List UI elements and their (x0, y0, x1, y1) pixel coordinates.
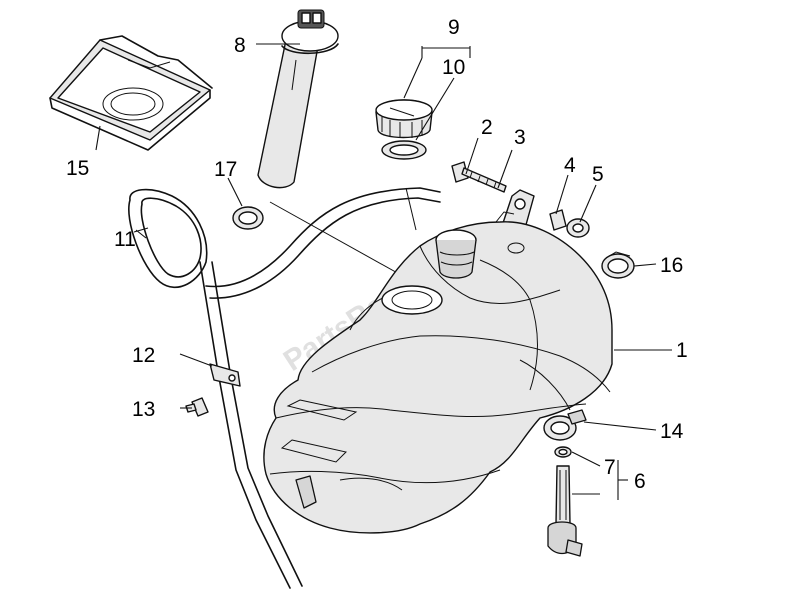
part-9-fuel-cap (375, 99, 433, 139)
callout-6: 6 (634, 470, 646, 493)
callout-labels: 1 2 3 4 5 6 7 8 9 10 11 12 13 14 15 16 1… (66, 16, 688, 493)
part-14-clamp (543, 409, 587, 441)
callout-12: 12 (132, 344, 155, 367)
part-15-tray (49, 35, 213, 151)
callout-13: 13 (132, 398, 155, 421)
part-11-hose (128, 187, 441, 589)
part-7-o-ring (554, 446, 572, 458)
callout-11: 11 (114, 228, 136, 251)
part-17-clip (232, 206, 264, 230)
callout-8: 8 (234, 34, 246, 57)
part-6-fuel-filter (547, 465, 583, 557)
callout-1: 1 (676, 339, 688, 362)
callout-7: 7 (604, 456, 616, 479)
part-10-gasket (381, 140, 427, 160)
part-5-spacer (566, 218, 590, 238)
callout-16: 16 (660, 254, 683, 277)
leader-lines (95, 43, 672, 500)
callout-15: 15 (66, 157, 89, 180)
part-4-bushing (549, 209, 567, 231)
part-2-bolt (451, 161, 507, 193)
callout-4: 4 (564, 154, 576, 177)
callout-3: 3 (514, 126, 526, 149)
part-12-hose-clip (209, 363, 241, 387)
part-1-fuel-tank (263, 211, 613, 534)
callout-10: 10 (442, 56, 465, 79)
part-13-screw (185, 397, 209, 417)
part-16-clamp (601, 251, 635, 279)
callout-17: 17 (214, 158, 237, 181)
callout-5: 5 (592, 163, 604, 186)
part-8-fuel-pump (257, 9, 339, 189)
callout-2: 2 (481, 116, 493, 139)
callout-9: 9 (448, 16, 460, 39)
callout-14: 14 (660, 420, 684, 443)
